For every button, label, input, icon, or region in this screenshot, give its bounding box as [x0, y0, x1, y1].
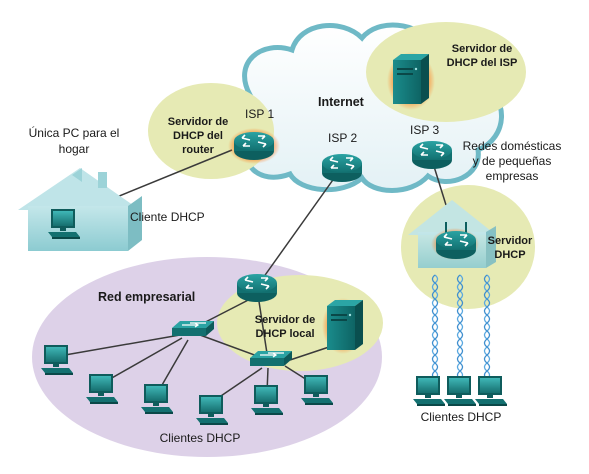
link-switch1-pc3	[157, 339, 189, 393]
soho-pc-icon	[413, 376, 445, 406]
isp3-router-icon	[411, 140, 453, 170]
wireless-signal-icon	[456, 274, 464, 388]
isp2-router-icon	[321, 153, 363, 183]
enterprise-switch2-icon	[249, 350, 293, 367]
soho-dhcp-label-1: Servidor	[488, 235, 533, 247]
home-pc-label-1: Única PC para el	[29, 125, 120, 140]
isp3-label: ISP 3	[410, 123, 439, 137]
router-dhcp-label-3: router	[182, 144, 215, 156]
local-dhcp-server-icon	[327, 300, 363, 350]
internet-label: Internet	[318, 95, 365, 109]
home-client-label: Cliente DHCP	[130, 210, 205, 224]
soho-label-1: Redes domésticas	[463, 139, 562, 153]
house-icon	[18, 168, 142, 251]
local-dhcp-label-1: Servidor de	[255, 314, 316, 326]
link-switch1-pc2	[102, 337, 183, 384]
home-pc-label-2: hogar	[59, 142, 90, 156]
isp2-label: ISP 2	[328, 131, 357, 145]
isp-dhcp-server-icon	[393, 54, 429, 104]
wireless-signal-icon	[431, 274, 439, 388]
soho-label-3: empresas	[486, 169, 539, 183]
router-dhcp-label-2: DHCP del	[173, 130, 223, 142]
enterprise-clients-label: Clientes DHCP	[160, 431, 241, 445]
soho-pc-icon	[444, 376, 476, 406]
enterprise-router-icon	[236, 273, 278, 303]
wireless-signal-icon	[483, 274, 491, 388]
enterprise-label: Red empresarial	[98, 290, 195, 304]
isp1-label: ISP 1	[245, 107, 274, 121]
link-switch1-pc1	[64, 334, 181, 356]
isp1-router-icon	[233, 131, 275, 161]
link-router-switch2	[257, 294, 269, 361]
local-dhcp-label-2: DHCP local	[255, 328, 314, 340]
soho-label-2: y de pequeñas	[473, 154, 552, 168]
soho-clients-label: Clientes DHCP	[421, 410, 502, 424]
soho-wireless-router-icon	[435, 230, 477, 260]
isp-dhcp-label-2: DHCP del ISP	[447, 57, 518, 69]
router-dhcp-label-1: Servidor de	[168, 116, 229, 128]
soho-pc-icon	[475, 376, 507, 406]
enterprise-switch1-icon	[171, 320, 215, 337]
soho-dhcp-label-2: DHCP	[494, 249, 525, 261]
link-isp2-enterprise-router	[257, 169, 341, 286]
isp-dhcp-label-1: Servidor de	[452, 43, 513, 55]
link-switch2-pc4	[214, 367, 263, 401]
